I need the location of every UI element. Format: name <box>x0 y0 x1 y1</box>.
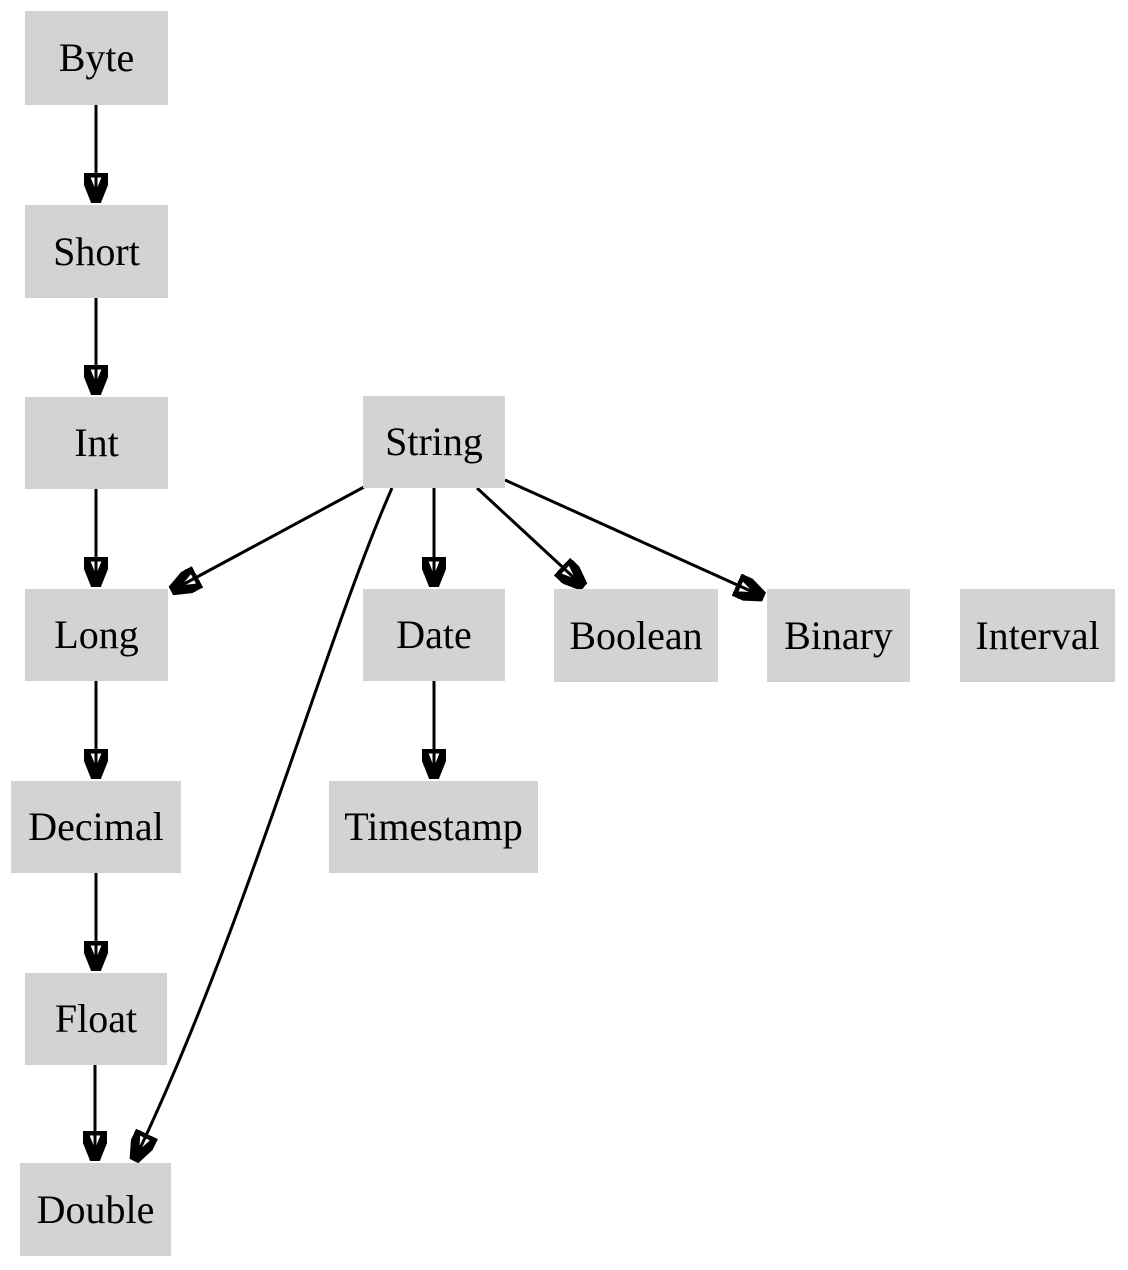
node-decimal-label: Decimal <box>28 804 164 849</box>
node-interval: Interval <box>960 589 1115 682</box>
edge-string-double <box>134 487 394 1161</box>
node-long-label: Long <box>54 612 139 657</box>
node-byte-label: Byte <box>58 35 135 80</box>
node-int-label: Int <box>74 420 119 465</box>
node-long: Long <box>25 589 168 681</box>
node-float-label: Float <box>54 996 138 1041</box>
node-float: Float <box>25 973 167 1065</box>
node-byte: Byte <box>25 11 168 105</box>
node-binary-label: Binary <box>784 612 893 658</box>
node-short-label: Short <box>53 228 140 274</box>
node-short: Short <box>25 205 168 298</box>
node-boolean-label: Boolean <box>569 612 703 658</box>
node-date-label: Date <box>396 612 472 657</box>
node-interval-label: Interval <box>975 612 1100 658</box>
node-string: String <box>363 396 505 488</box>
node-double: Double <box>20 1163 171 1256</box>
node-binary: Binary <box>767 589 910 682</box>
node-decimal: Decimal <box>11 781 181 873</box>
node-string-label: String <box>385 419 483 464</box>
edge-string-long <box>171 485 365 591</box>
node-timestamp-label: Timestamp <box>344 804 523 849</box>
node-timestamp: Timestamp <box>329 781 538 873</box>
node-double-label: Double <box>36 1186 155 1232</box>
edge-string-binary <box>504 478 764 597</box>
edge-string-boolean <box>475 486 584 587</box>
node-boolean: Boolean <box>554 589 718 682</box>
node-date: Date <box>363 589 505 681</box>
node-int: Int <box>25 397 168 489</box>
